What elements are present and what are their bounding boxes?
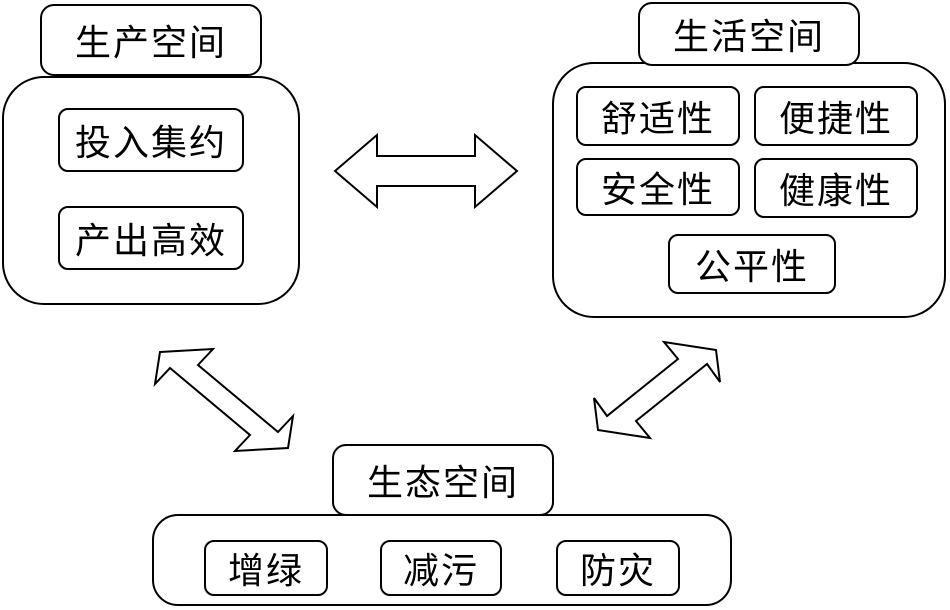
living-item-convenience: 便捷性 [754,86,918,146]
production-item-input-intensive: 投入集约 [58,108,244,172]
ecology-item-greening: 增绿 [204,540,328,596]
double-arrow-living-ecology [593,340,721,440]
double-arrow-production-living [333,132,519,210]
ecology-item-disaster-prevention: 防灾 [556,540,680,596]
living-item-safety: 安全性 [576,158,740,216]
double-arrow-production-ecology [153,347,295,453]
living-space-title: 生活空间 [638,2,860,66]
ecology-item-pollution-reduction: 减污 [380,540,502,596]
production-space-title: 生产空间 [40,4,262,76]
ecology-space-title: 生态空间 [332,444,554,516]
living-item-comfort: 舒适性 [576,86,740,146]
production-item-output-efficient: 产出高效 [58,206,244,270]
living-item-fairness: 公平性 [668,234,836,294]
living-item-health: 健康性 [754,158,918,218]
